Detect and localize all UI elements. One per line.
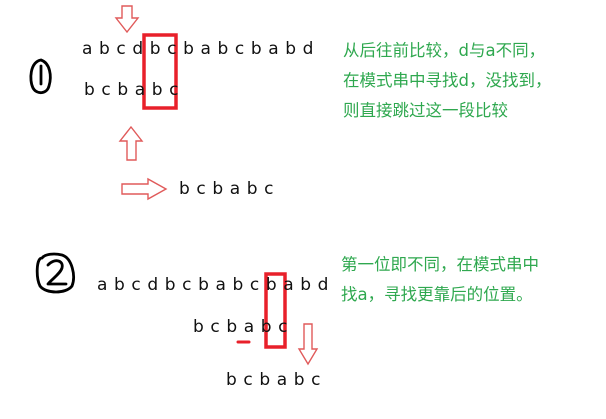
step1-right-arrow xyxy=(121,177,168,201)
step2-main-string: a b c d b c b a b c b a b d xyxy=(97,275,330,295)
step1-top-down-arrow xyxy=(114,5,140,34)
step2-explanation: 第一位即不同，在模式串中 找a，寻找更靠后的位置。 xyxy=(341,250,539,310)
step1-up-arrow xyxy=(118,125,144,161)
step1-explanation: 从后往前比较，d与a不同， 在模式串中寻找d，没找到， 则直接跳过这一段比较 xyxy=(343,36,551,126)
step1-main-string: a b c d b c b a b c b a b d xyxy=(82,39,315,59)
step2-pattern-string: b c b a b c xyxy=(193,317,289,337)
step1-explanation-line: 在模式串中寻找d，没找到， xyxy=(343,71,552,90)
step1-explanation-line: 从后往前比较，d与a不同， xyxy=(343,41,546,60)
step2-highlight-box xyxy=(264,272,287,349)
step2-shifted-pattern-string: b c b a b c xyxy=(226,370,322,390)
step2-number-badge xyxy=(35,252,75,294)
step1-highlight-box xyxy=(142,33,178,110)
step1-number-badge xyxy=(29,58,52,95)
step2-explanation-line: 第一位即不同，在模式串中 xyxy=(341,255,539,274)
step1-pattern-string: b c b a b c xyxy=(84,80,180,100)
step2-down-arrow xyxy=(297,323,319,366)
step1-shifted-pattern-string: b c b a b c xyxy=(179,179,275,199)
step2-explanation-line: 找a，寻找更靠后的位置。 xyxy=(341,285,533,304)
step1-explanation-line: 则直接跳过这一段比较 xyxy=(343,101,508,120)
